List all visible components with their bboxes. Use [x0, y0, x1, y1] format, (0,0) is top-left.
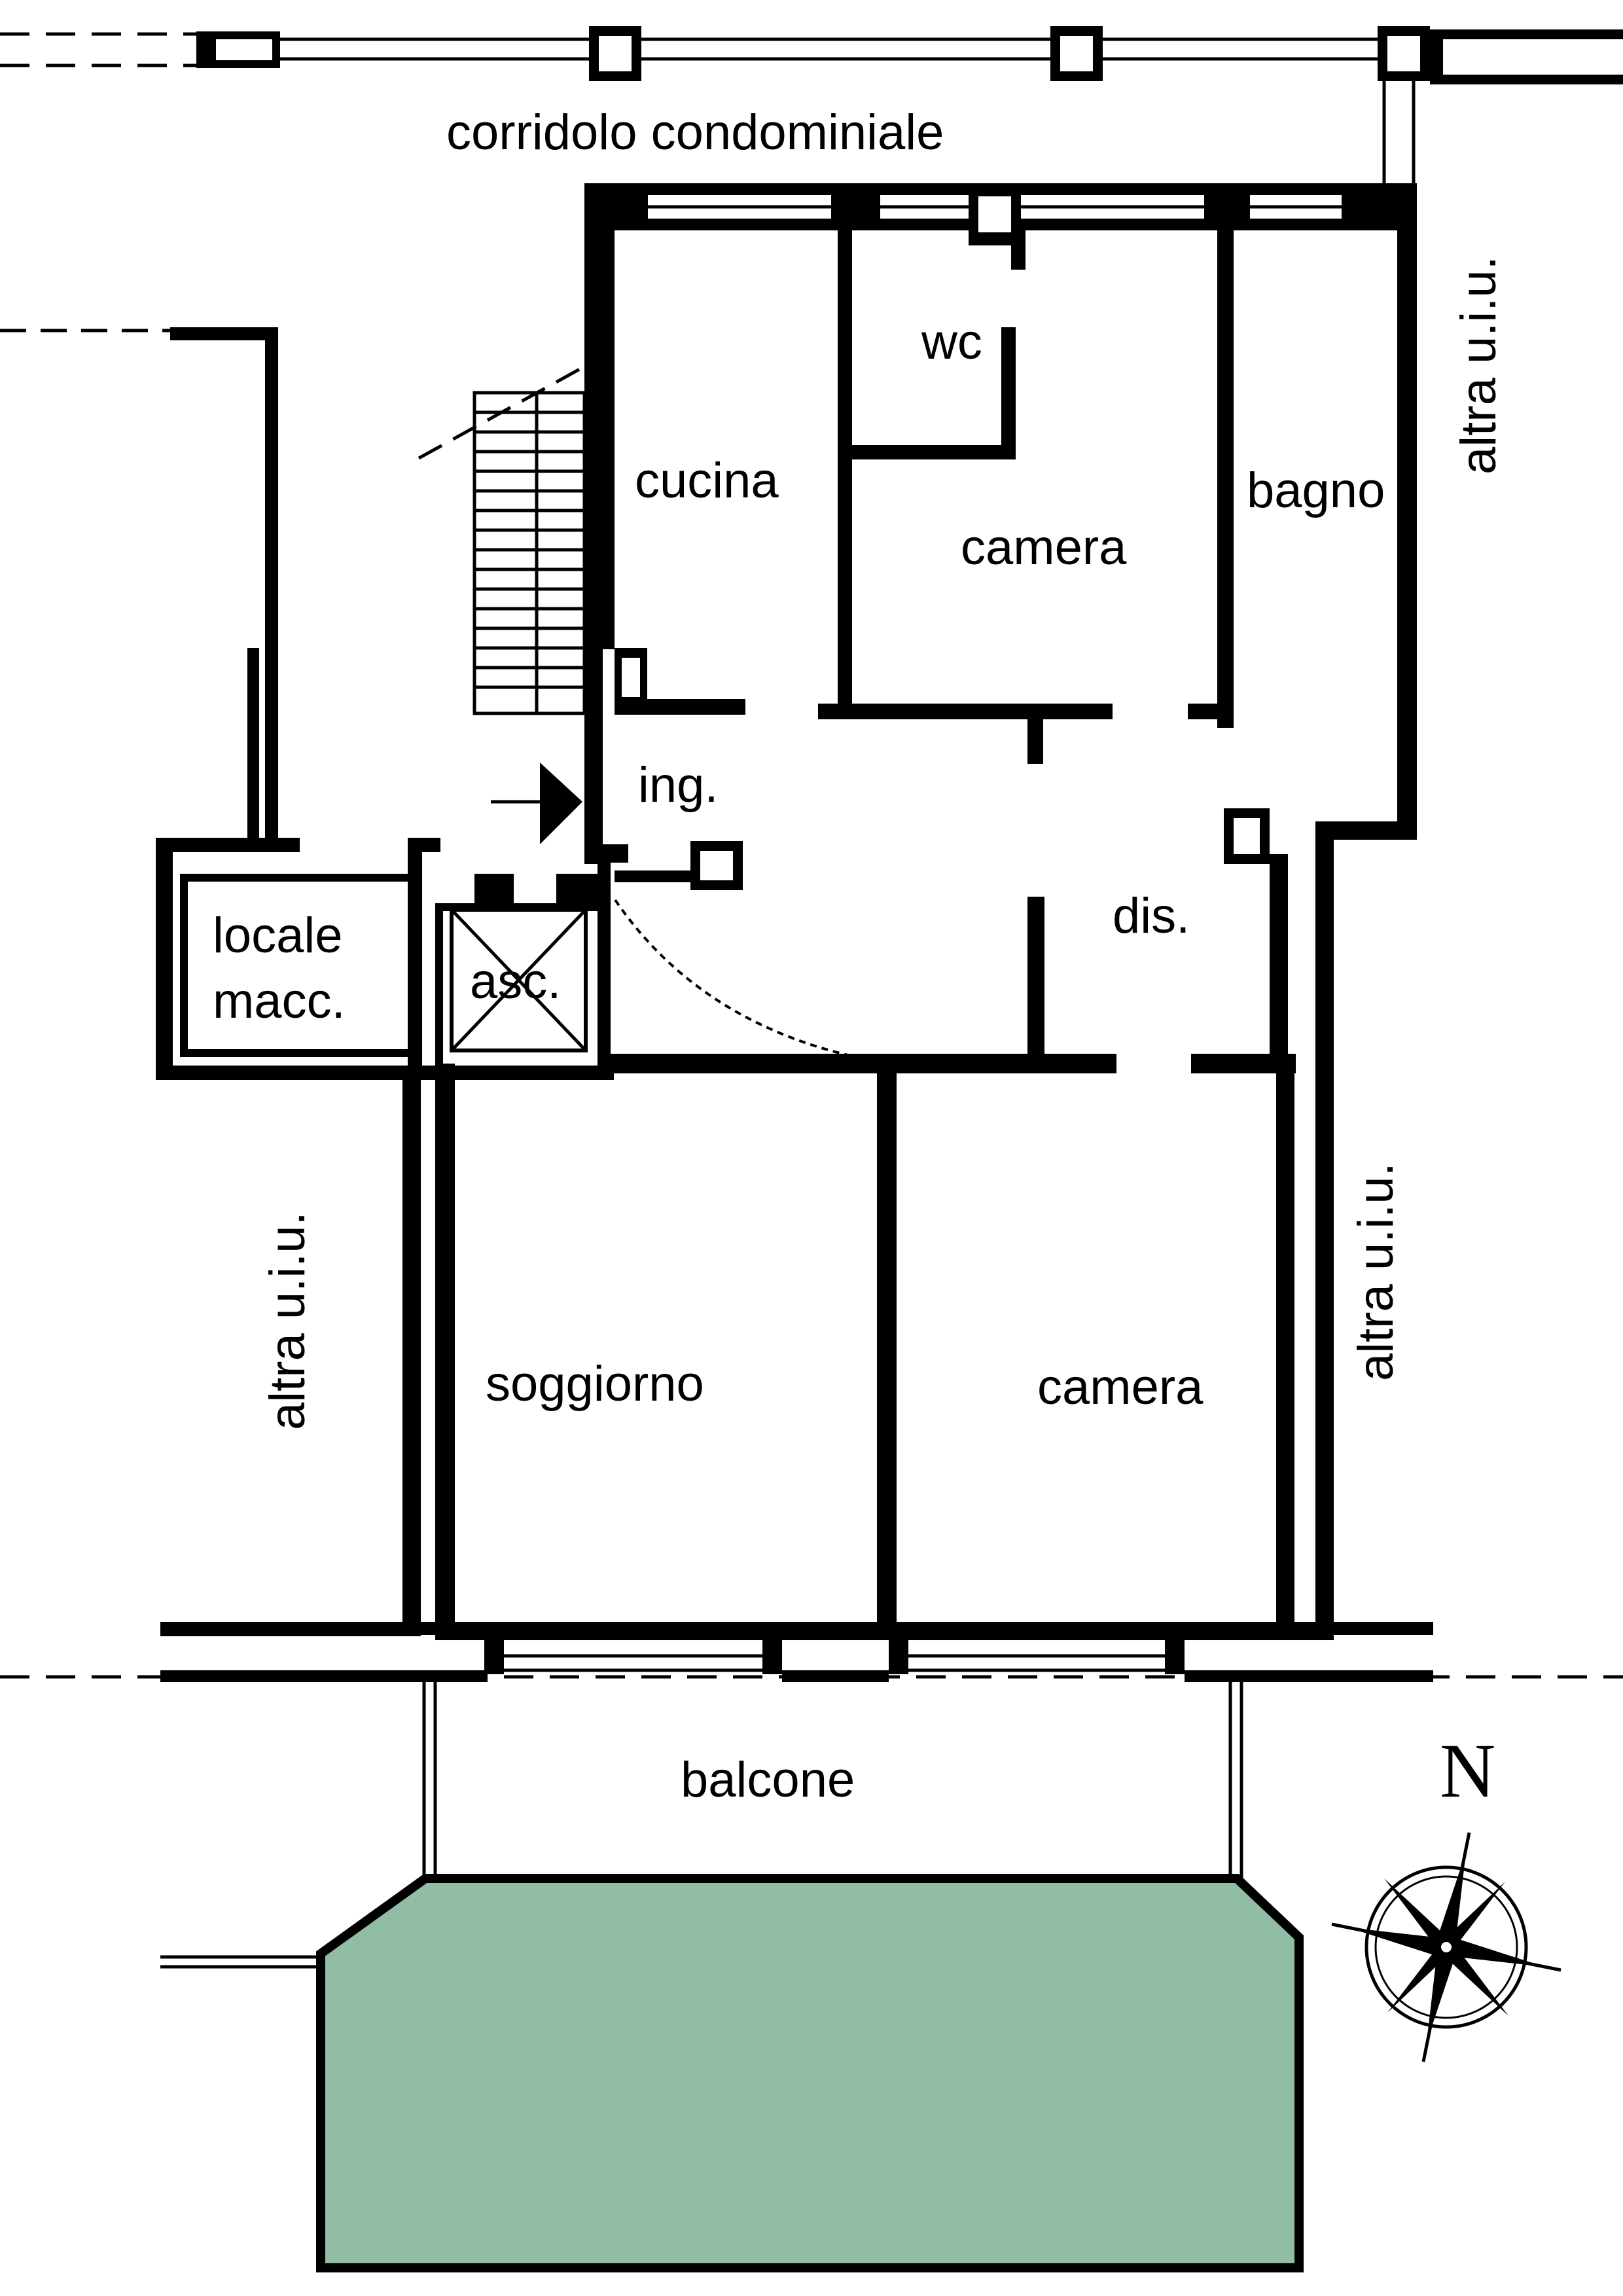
label-corridor: corridolo condominiale: [446, 105, 944, 160]
label-bathroom: bagno: [1247, 463, 1385, 518]
compass-north-label: N: [1440, 1728, 1495, 1814]
exterior-walls: [160, 183, 1433, 1640]
compass-rose-icon: N: [1331, 1728, 1561, 2062]
entrance-door: [491, 762, 891, 1065]
label-machine-room-1: locale: [213, 908, 343, 963]
staircase: [418, 365, 586, 715]
corridor-top-wall: [0, 26, 1623, 187]
label-neighbor-left: altra u.i.u.: [260, 1211, 315, 1430]
garden-area: [160, 1874, 1304, 2272]
left-building-walls: [0, 327, 614, 1636]
label-entrance: ing.: [638, 757, 719, 813]
interior-walls: [589, 230, 1296, 1073]
label-lift: asc.: [470, 954, 561, 1009]
label-hallway: dis.: [1113, 888, 1190, 944]
apartment-top-wall: [584, 183, 1417, 245]
label-neighbor-right-bottom: altra u.i.u.: [1348, 1162, 1404, 1381]
label-balcony: balcone: [681, 1752, 855, 1808]
bottom-windows: [0, 1622, 1623, 1682]
label-wc: wc: [921, 314, 982, 370]
balcony: [422, 1682, 1243, 1878]
label-kitchen: cucina: [635, 453, 779, 509]
label-bedroom-top: camera: [961, 520, 1127, 575]
label-living: soggiorno: [486, 1356, 704, 1412]
label-bedroom-bottom: camera: [1037, 1359, 1204, 1415]
label-neighbor-right-top: altra u.i.u.: [1451, 256, 1507, 475]
label-machine-room-2: macc.: [213, 973, 346, 1029]
